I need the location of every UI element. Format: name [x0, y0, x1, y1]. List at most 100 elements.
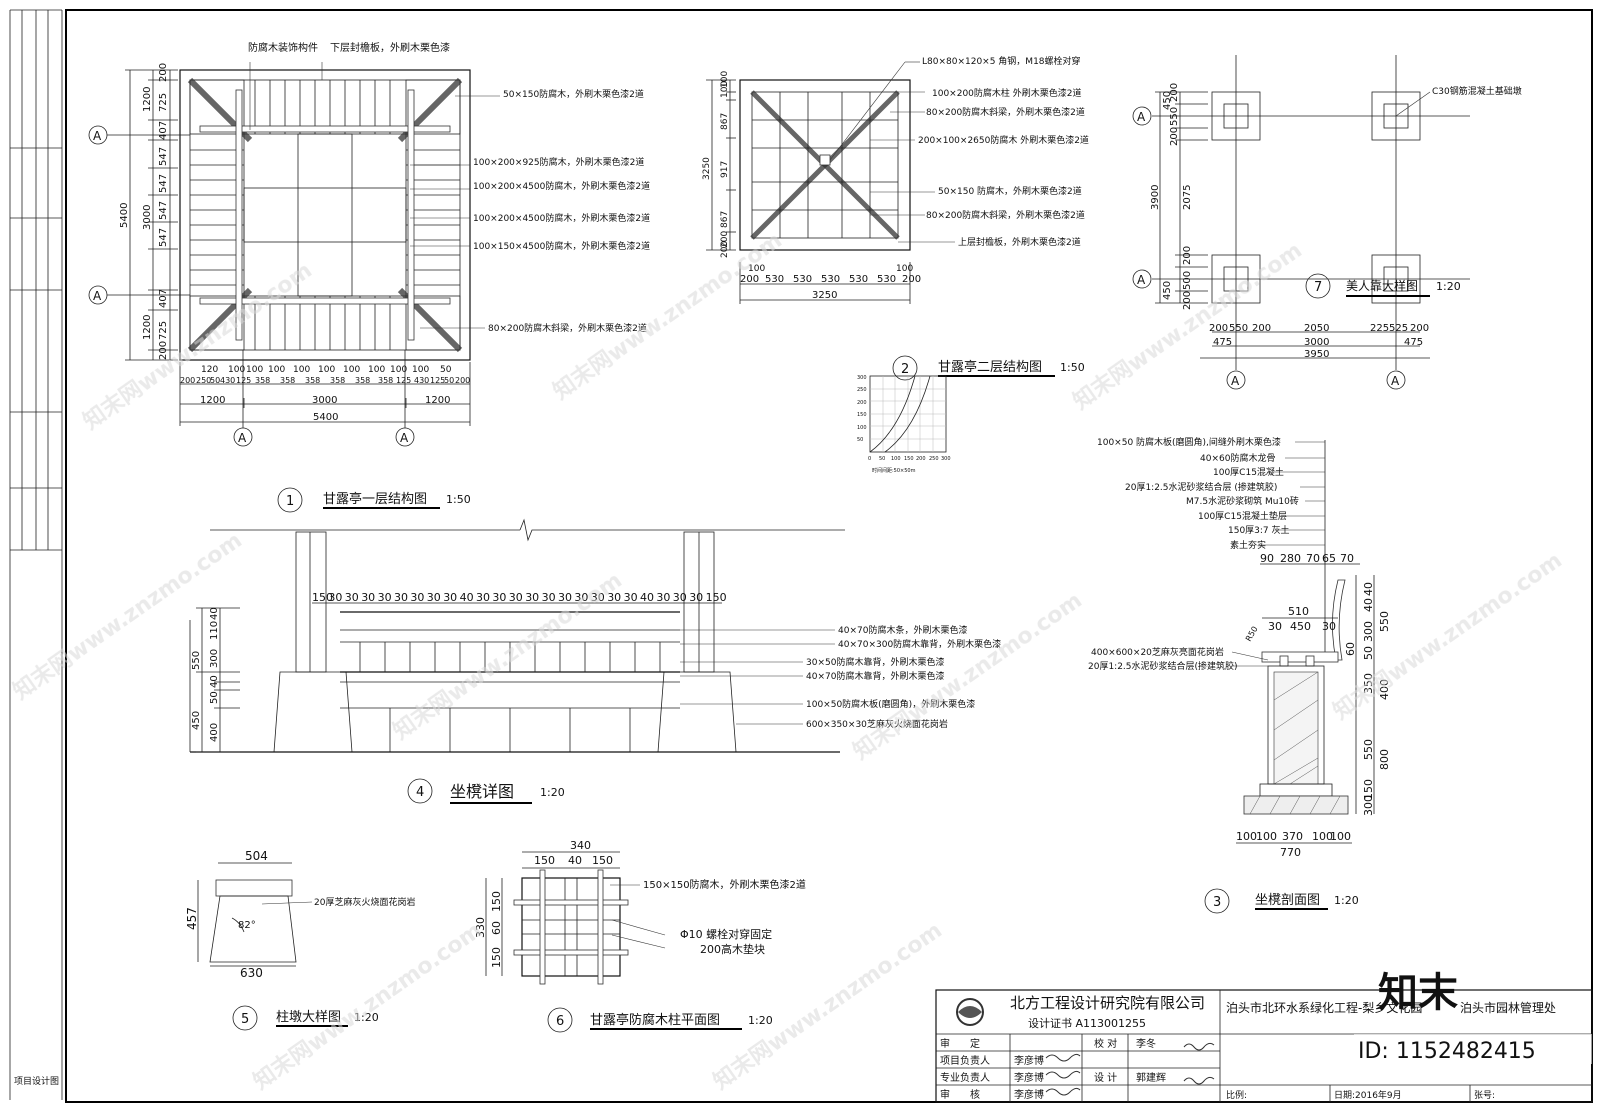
- d4-top-dim-8: 30: [443, 591, 457, 604]
- d3-right-dim-0: 40: [1362, 582, 1375, 596]
- d3-mid-dim-1: 30: [1268, 620, 1282, 633]
- d4-label-0: 40×70防腐木条，外刷木栗色漆: [838, 624, 967, 636]
- d7-left-dim-0: 200: [1169, 83, 1180, 102]
- d4-top-dim-6: 30: [410, 591, 424, 604]
- d1-left-dim-9: 407: [158, 289, 169, 308]
- d1-axis-a-3: A: [238, 431, 247, 445]
- d7-bdim1-0: 200: [1209, 323, 1228, 334]
- d4-top-dim-7: 30: [427, 591, 441, 604]
- d4-top-dim-9: 40: [460, 591, 474, 604]
- mini-caption: 时间间距:50×50m: [872, 467, 916, 474]
- d7-number: 7: [1314, 280, 1322, 295]
- d4-left-dim-6: 450: [191, 711, 202, 730]
- d6-left-dim-0: 150: [490, 891, 503, 912]
- d4-number: 4: [416, 785, 424, 800]
- d4-left-dim-4: 40: [209, 675, 220, 688]
- d3-bottom-dim-3: 100: [1312, 830, 1333, 843]
- d6-title: 甘露亭防腐木柱平面图: [590, 1012, 720, 1028]
- mini-ytick-1: 250: [857, 387, 867, 393]
- d7-axis-2: A: [1137, 273, 1146, 287]
- d1-left-dim-7: 547: [158, 201, 169, 220]
- d4-top-dim-24: 150: [706, 591, 727, 604]
- d7-bdim1-6: 200: [1410, 323, 1429, 334]
- watermark-id-backdrop: [1354, 1034, 1592, 1064]
- d3-label-9: 20厚1:2.5水泥砂浆结合层(掺建筑胶): [1088, 660, 1238, 672]
- d7-bdim1-4: 225: [1370, 323, 1389, 334]
- d3-right-dim-9: 800: [1378, 749, 1391, 770]
- d1-left-dim-2: 1200: [142, 87, 153, 112]
- d3-right-dim-11: 300: [1362, 795, 1375, 816]
- mini-xtick-1: 50: [879, 456, 885, 462]
- d7-bottom-total: 3950: [1304, 349, 1329, 360]
- d3-top-dim-2: 70: [1306, 552, 1320, 565]
- d7-bdim1-3: 2050: [1304, 323, 1329, 334]
- tb-name-1: 李彦博: [1014, 1054, 1044, 1067]
- mini-xtick-0: 0: [868, 456, 871, 462]
- d7-left-dim-7: 500: [1182, 271, 1193, 290]
- d4-left-dim-5: 50: [209, 691, 220, 704]
- d7-axis-1: A: [1137, 110, 1146, 124]
- d4-top-dim-5: 30: [394, 591, 408, 604]
- d2-label-5: 80×200防腐木斜梁，外刷木栗色漆2道: [926, 209, 1085, 221]
- d4-label-2: 30×50防腐木靠背，外刷木栗色漆: [806, 656, 944, 668]
- d1-bdim3-1: 3000: [312, 395, 337, 406]
- tb-role-1: 项目负责人: [940, 1054, 990, 1067]
- drawing-3-bench-section: 100×50 防腐木板(磨圆角),间缝外刷木栗色漆 40×60防腐木龙骨 100…: [1088, 436, 1391, 914]
- d1-left-dim-13: 5400: [119, 203, 130, 228]
- d2-number: 2: [901, 362, 909, 377]
- d1-left-dim-8: 547: [158, 228, 169, 247]
- d1-label-3: 100×200×925防腐木，外刷木栗色漆2道: [473, 156, 644, 168]
- d6-left-dim-1: 60: [490, 921, 503, 935]
- d4-label-1: 40×70×300防腐木靠背，外刷木栗色漆: [838, 638, 1001, 650]
- drawing-7-bench-detail: A A A A C30钢筋混凝土基础墩 200 550 450 200 2075…: [1132, 55, 1522, 390]
- d4-top-dim-12: 30: [509, 591, 523, 604]
- d2-label-4: 50×150 防腐木，外刷木栗色漆2道: [938, 185, 1082, 197]
- d1-bdim2-3: 430: [220, 376, 235, 385]
- d3-bottom-dim-0: 100: [1236, 830, 1257, 843]
- drawing-5-pier-detail: 504 82° 630 457 20厚芝麻灰火烧面花岗岩 5 柱墩大样图 1:2…: [185, 849, 415, 1031]
- d2-bdim1-1: 100: [896, 264, 913, 274]
- d1-axis-a-2: A: [93, 289, 102, 303]
- d1-label-6: 100×150×4500防腐木，外刷木栗色漆2道: [473, 240, 650, 252]
- tb-check-name: 李冬: [1136, 1037, 1156, 1050]
- drawing-6-post-plan: 340 150 40 150 150×150防腐木，外刷木栗色漆2道 Φ10 螺…: [474, 839, 806, 1033]
- d3-right-dim-5: 60: [1344, 642, 1357, 656]
- d1-left-dim-1: 725: [158, 93, 169, 112]
- watermark-text-2: 知末网www.znzmo.com: [549, 227, 787, 405]
- d7-label: C30钢筋混凝土基础墩: [1432, 85, 1522, 97]
- drawing-1-first-floor-plan: 防腐木装饰构件 下层封檐板，外刷木栗色漆 50×150防腐木，外刷木栗色漆2道 …: [88, 41, 650, 513]
- tb-name-2: 李彦博: [1014, 1071, 1044, 1084]
- d7-bdim1-5: 525: [1389, 323, 1408, 334]
- d7-left-dim-8: 200: [1182, 291, 1193, 310]
- d4-top-dim-0: 150: [312, 591, 333, 604]
- d3-right-dim-8: 550: [1362, 739, 1375, 760]
- d2-left-dim-4: 867: [720, 211, 730, 228]
- d2-bdim1-0: 100: [748, 264, 765, 274]
- d5-top-dim: 504: [245, 849, 268, 863]
- d1-bdim2-4: 125: [236, 376, 251, 385]
- d1-bdim2-1: 250: [196, 376, 211, 385]
- d3-top-dim-0: 90: [1260, 552, 1274, 565]
- d5-number: 5: [241, 1012, 249, 1027]
- side-strip-bottom-label: 项目设计图: [14, 1075, 59, 1087]
- d4-label-4: 100×50防腐木板(磨圆角)，外刷木栗色漆: [806, 698, 975, 710]
- d3-label-2: 100厚C15混凝土: [1213, 466, 1284, 478]
- mini-xtick-3: 150: [904, 456, 914, 462]
- d1-bdim1-6: 100: [343, 365, 360, 375]
- d1-bdim1-0: 120: [201, 365, 218, 375]
- d4-top-dim-21: 30: [656, 591, 670, 604]
- d1-bdim2-8: 358: [330, 376, 345, 385]
- sheet-frame: [65, 9, 1593, 1103]
- d4-left-dim-7: 400: [209, 723, 220, 742]
- d4-top-dim-1: 30: [328, 591, 342, 604]
- d7-bdim2-1: 3000: [1304, 337, 1329, 348]
- d1-label-7: 80×200防腐木斜梁，外刷木栗色漆2道: [488, 322, 647, 334]
- d3-label-3: 20厚1:2.5水泥砂浆结合层 (掺建筑胶): [1125, 481, 1277, 493]
- d2-label-2: 80×200防腐木斜梁，外刷木栗色漆2道: [926, 106, 1085, 118]
- d4-title: 坐櫈详图: [450, 782, 514, 801]
- d3-bottom-dim-1: 100: [1256, 830, 1277, 843]
- d4-left-dim-1: 110: [209, 621, 220, 640]
- d3-bottom-dim-2: 370: [1282, 830, 1303, 843]
- mini-ytick-2: 200: [857, 400, 867, 406]
